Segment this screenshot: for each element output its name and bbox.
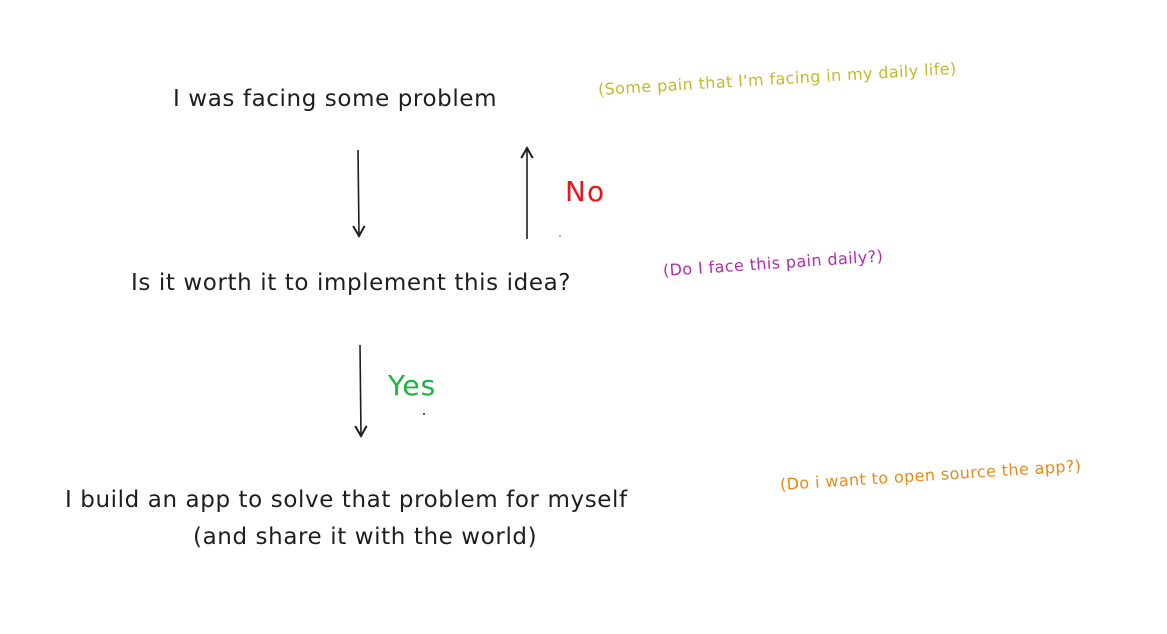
arrow-problem-to-question bbox=[352, 149, 366, 239]
edge-label-yes: Yes bbox=[388, 369, 437, 402]
node-build-app-subtitle: (and share it with the world) bbox=[193, 524, 538, 550]
node-build-app: I build an app to solve that problem for… bbox=[65, 487, 628, 513]
stray-dot bbox=[423, 413, 425, 415]
arrow-yes-to-build bbox=[354, 344, 368, 439]
node-worth-it: Is it worth it to implement this idea? bbox=[131, 270, 572, 296]
stray-dot bbox=[559, 235, 561, 237]
edge-label-no: No bbox=[565, 175, 606, 208]
node-problem: I was facing some problem bbox=[173, 86, 498, 112]
